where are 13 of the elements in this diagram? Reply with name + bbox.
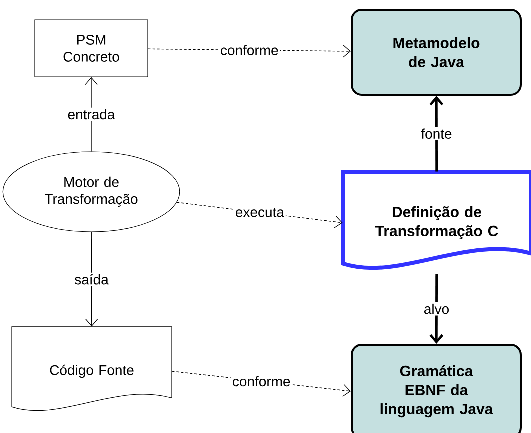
rounded-box: Gramática EBNF da linguagem Java	[351, 344, 522, 433]
edge-label: alvo	[422, 302, 452, 316]
rounded-box: Metamodelo de Java	[351, 9, 522, 96]
arrow	[430, 274, 444, 344]
arrow	[86, 232, 98, 327]
arrow	[430, 96, 444, 172]
process-box: PSM Concreto	[34, 20, 148, 78]
edge-label: entrada	[66, 108, 117, 122]
edge-label: fonte	[420, 127, 454, 141]
edge-label: executa	[234, 206, 286, 219]
edge-label: conforme	[218, 44, 280, 57]
edge-label: conforme	[230, 374, 292, 388]
edge-label: saída	[73, 272, 110, 286]
